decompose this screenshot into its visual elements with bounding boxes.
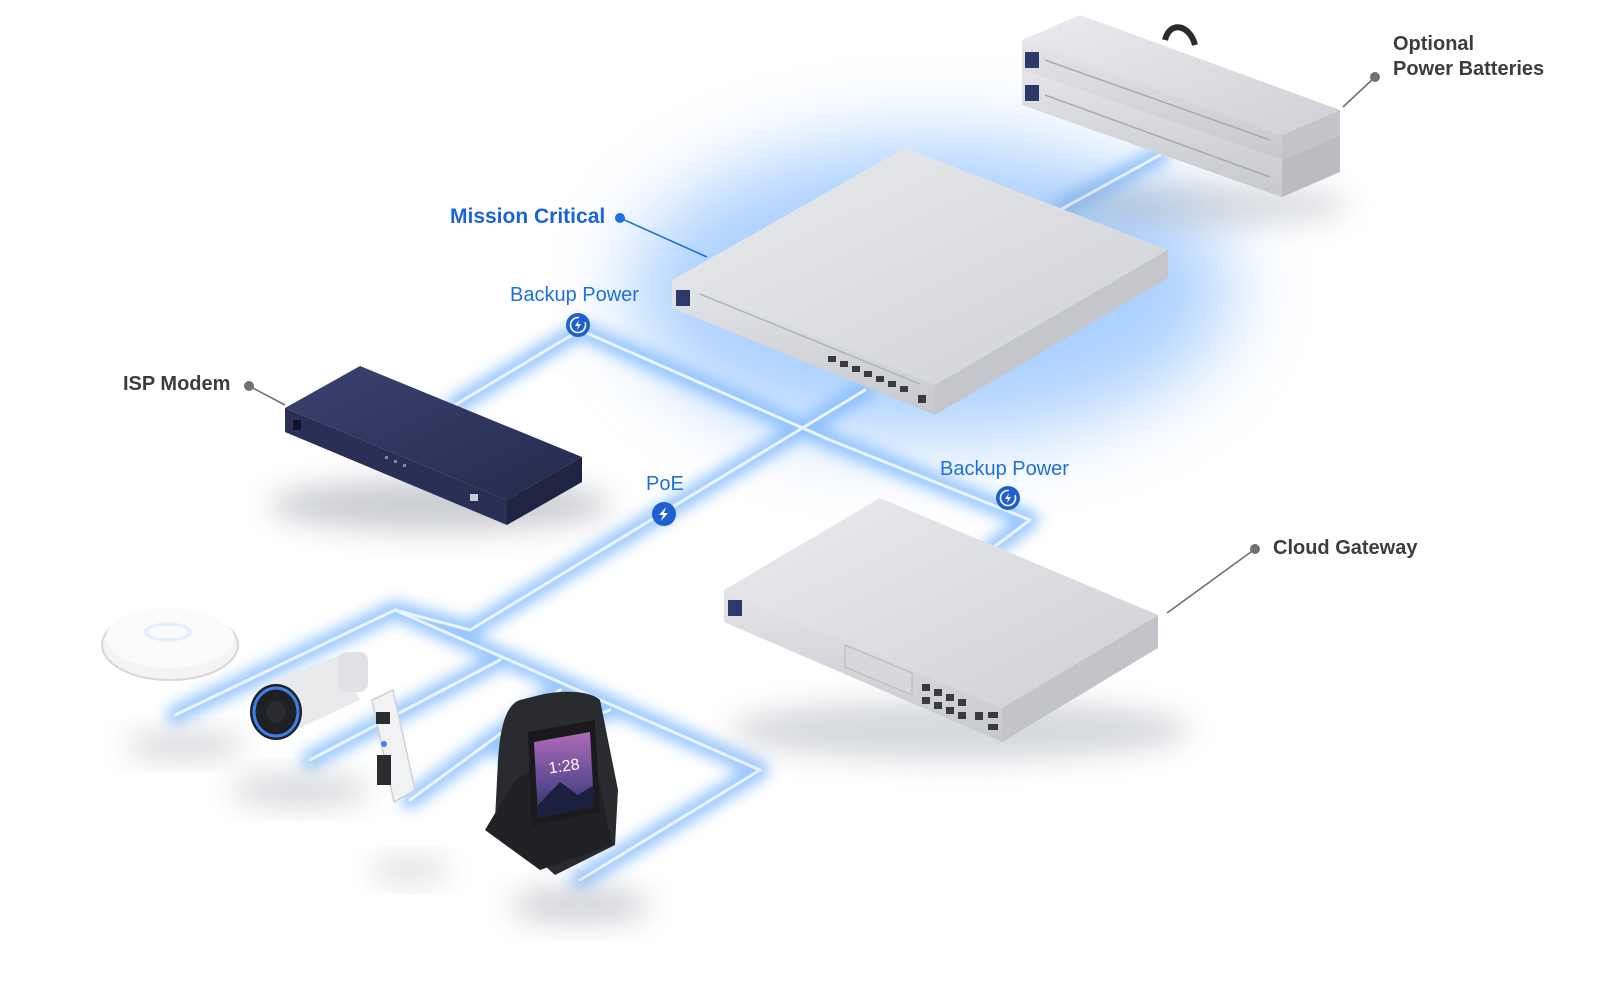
mission-critical-switch bbox=[672, 148, 1168, 415]
power-batteries-device bbox=[1022, 15, 1350, 227]
mission-critical-label: Mission Critical bbox=[450, 205, 606, 228]
phone-clock-text: 1:28 bbox=[548, 756, 581, 777]
access-reader-device bbox=[370, 688, 450, 882]
poe-label: PoE bbox=[646, 473, 684, 495]
camera-device bbox=[230, 652, 370, 806]
access-point-device bbox=[101, 608, 245, 759]
cloud-gateway-device bbox=[724, 498, 1190, 760]
backup-power-icon bbox=[996, 486, 1020, 510]
backup-power-icon bbox=[566, 313, 590, 337]
optional-power-batteries-line1: Optional bbox=[1393, 33, 1475, 55]
callout-dots bbox=[244, 72, 1380, 554]
backup-power-label-right: Backup Power bbox=[940, 458, 1069, 480]
callout-lines bbox=[248, 76, 1376, 614]
touch-phone-device: 1:28 bbox=[485, 691, 650, 923]
cloud-gateway-label: Cloud Gateway bbox=[1273, 537, 1418, 559]
isp-modem-device bbox=[270, 366, 610, 531]
optional-power-batteries-line2: Power Batteries bbox=[1393, 58, 1545, 80]
switch-status-display bbox=[676, 290, 690, 306]
backup-power-label-top: Backup Power bbox=[510, 284, 639, 306]
gateway-status-display bbox=[728, 600, 742, 616]
isp-modem-label: ISP Modem bbox=[123, 373, 231, 395]
optional-power-batteries-label: Optional Power Batteries bbox=[1393, 32, 1593, 82]
lightning-icon bbox=[652, 502, 676, 526]
